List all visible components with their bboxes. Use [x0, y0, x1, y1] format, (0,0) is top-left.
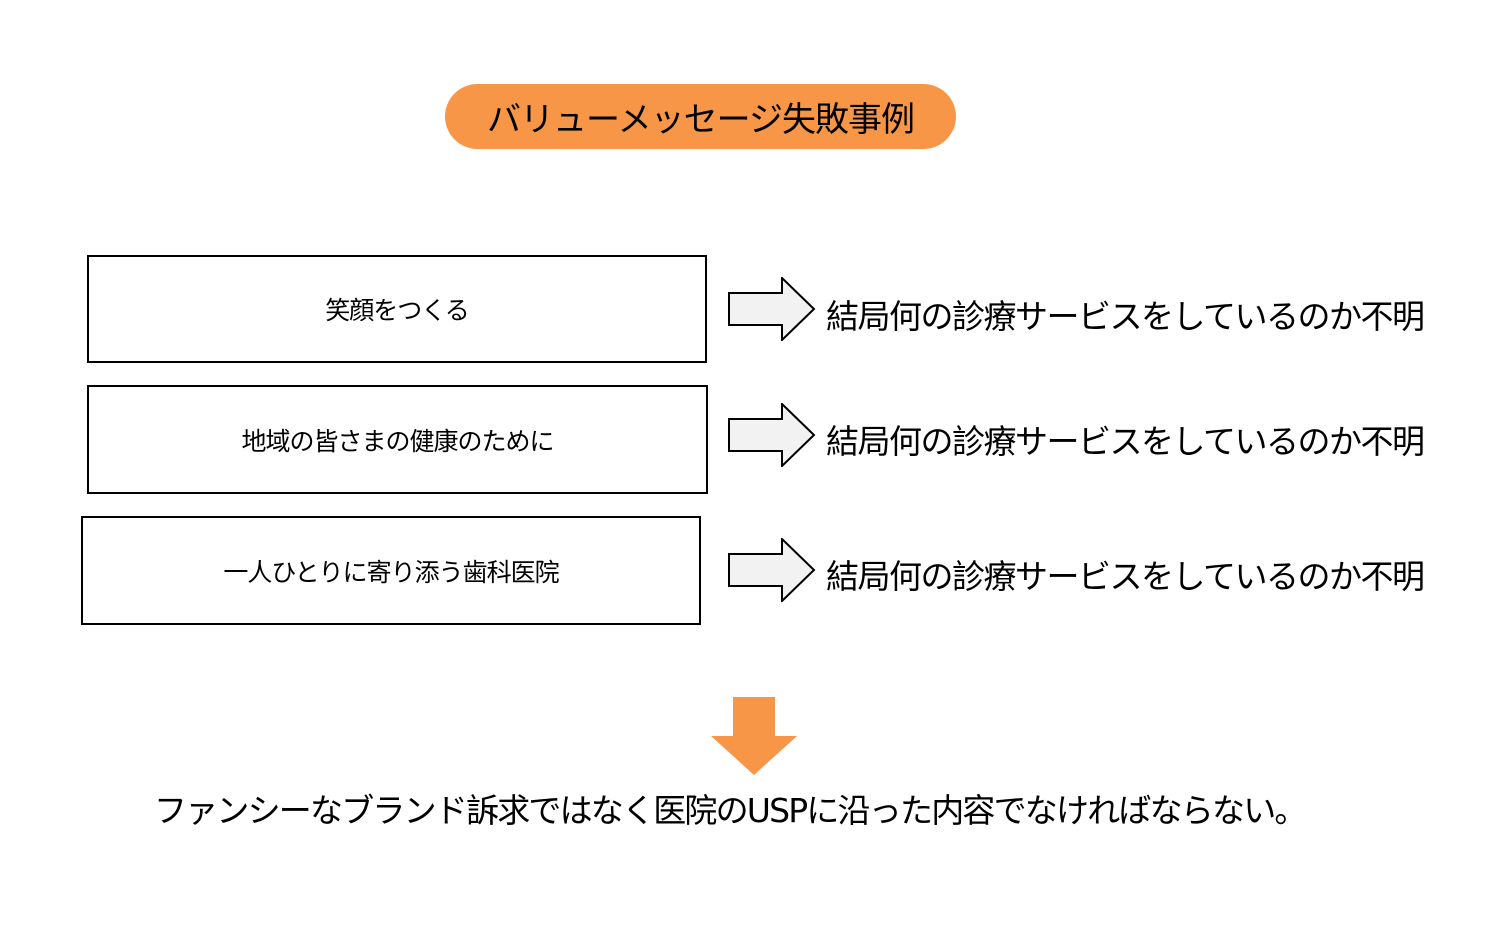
message-box-2: 地域の皆さまの健康のために — [87, 385, 708, 494]
result-text-2: 結局何の診療サービスをしているのか不明 — [826, 422, 1425, 461]
message-text: 地域の皆さまの健康のために — [241, 426, 554, 456]
title-banner: バリューメッセージ失敗事例 — [445, 84, 956, 149]
right-arrow-icon — [728, 403, 816, 467]
right-arrow-icon — [728, 277, 816, 341]
message-box-1: 笑顔をつくる — [87, 255, 707, 363]
result-text-1: 結局何の診療サービスをしているのか不明 — [826, 297, 1425, 336]
result-text-3: 結局何の診療サービスをしているのか不明 — [826, 557, 1425, 596]
message-text: 笑顔をつくる — [325, 296, 470, 325]
right-arrow-icon — [728, 538, 816, 602]
conclusion-text: ファンシーなブランド訴求ではなく医院のUSPに沿った内容でなければならない。 — [154, 791, 1307, 830]
title-text: バリューメッセージ失敗事例 — [487, 100, 915, 140]
message-text: 一人ひとりに寄り添う歯科医院 — [223, 557, 559, 587]
down-arrow-icon — [711, 697, 797, 775]
message-box-3: 一人ひとりに寄り添う歯科医院 — [81, 516, 701, 625]
